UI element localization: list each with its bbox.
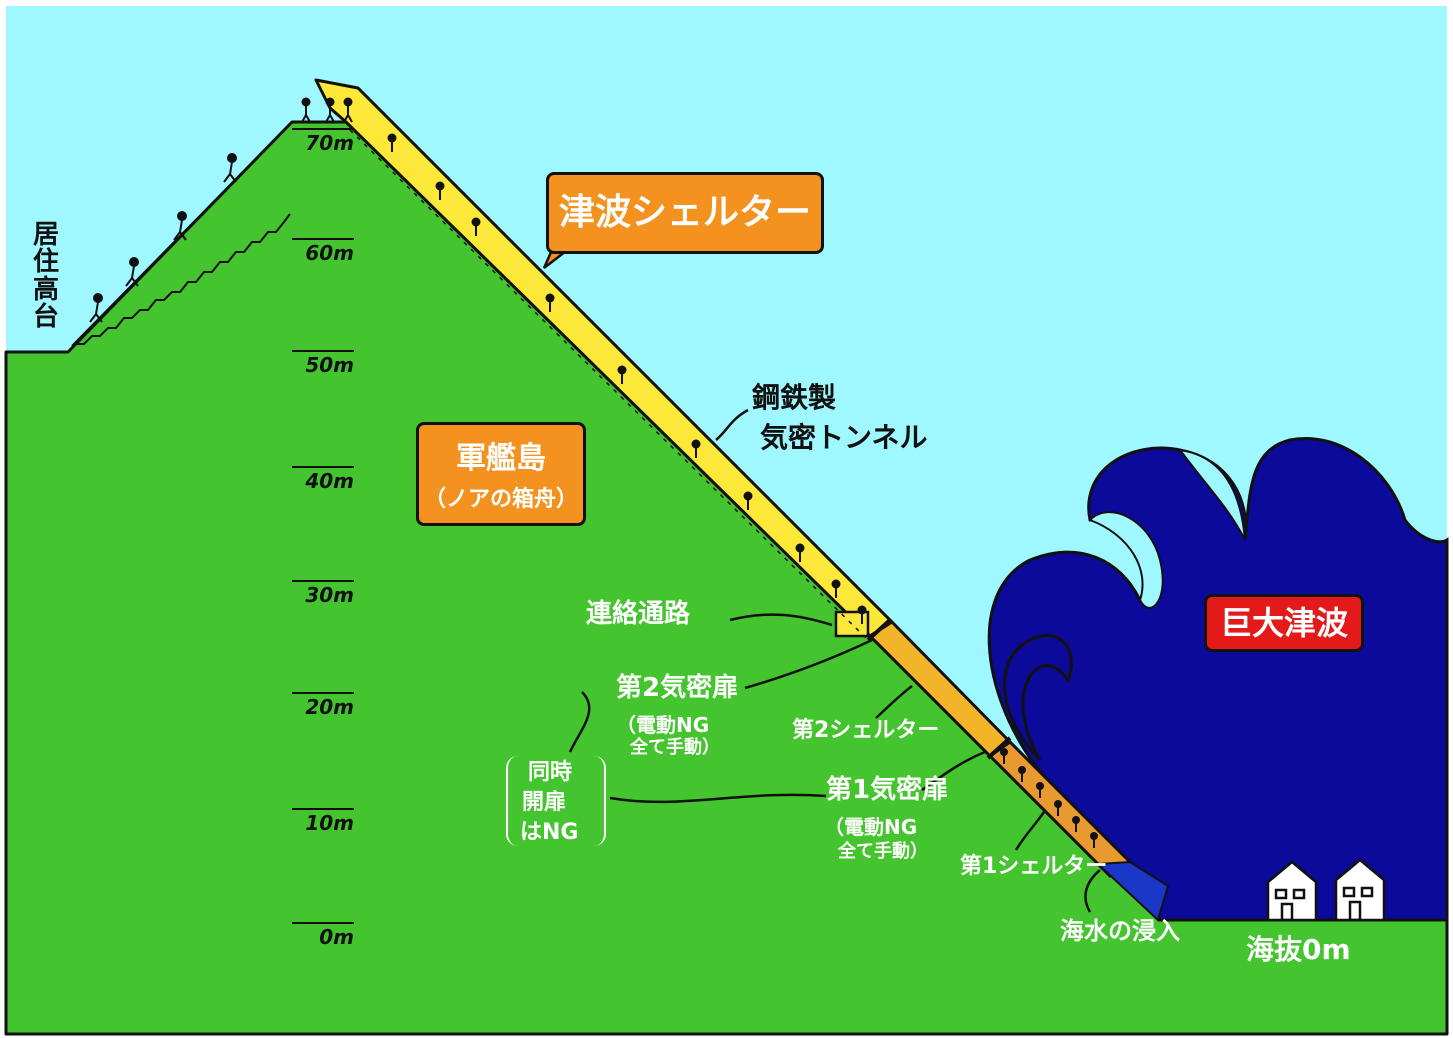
airtight-door-1 [986, 736, 1012, 760]
simultaneous-line-2: 開扉 [522, 790, 567, 815]
giant-tsunami-label: 巨大津波 [1204, 594, 1364, 652]
scale-tick-70m: 70m [292, 128, 354, 155]
wave-crest-curl [1088, 448, 1246, 609]
gunkanjima-title: 軍艦島 [456, 441, 546, 476]
door2-label: 第2気密扉 [616, 673, 739, 703]
steel-tunnel-label-1: 鋼鉄製 [752, 381, 837, 414]
shelter2-label: 第2シェルター [792, 718, 940, 743]
simultaneous-line-3: はNG [520, 820, 579, 845]
gunkanjima-label: 軍艦島 （ノアの箱舟） [416, 422, 586, 526]
scale-tick-30m: 30m [292, 580, 354, 607]
highland-stairs [67, 213, 291, 353]
tsunami-shelter-text: 津波シェルター [558, 192, 811, 233]
shelter1-label: 第1シェルター [960, 854, 1108, 879]
simultaneous-line-1: 同時 [528, 760, 573, 785]
people-figures [89, 97, 1098, 848]
seawater-intrusion [1095, 860, 1170, 922]
leader-lines [568, 408, 1101, 913]
door1-label: 第1気密扉 [826, 775, 949, 805]
seawater-intrusion-label: 海水の浸入 [1060, 917, 1180, 945]
airtight-door-2 [866, 618, 892, 642]
door2-note-2: 全て手動） [630, 737, 720, 758]
scale-tick-10m: 10m [292, 808, 354, 835]
scale-tick-50m: 50m [292, 350, 354, 377]
tsunami-shelter-label: 津波シェルター [546, 172, 824, 254]
door1-note-2: 全て手動） [838, 841, 928, 862]
steel-tunnel-label-2: 気密トンネル [760, 421, 928, 454]
scale-tick-0m: 0m [292, 922, 354, 949]
residential-highland-label: 居住高台 [32, 220, 59, 332]
scale-tick-40m: 40m [292, 466, 354, 493]
scale-tick-20m: 20m [292, 692, 354, 719]
connecting-passage-box [834, 610, 870, 638]
tunnel-stairs [349, 129, 869, 641]
noah-ark-subtitle: （ノアの箱舟） [423, 487, 578, 512]
simultaneous-bracket [506, 756, 606, 846]
houses [1266, 858, 1386, 922]
door1-note-1: （電動NG [824, 815, 918, 839]
giant-tsunami-text: 巨大津波 [1219, 604, 1348, 642]
scale-tick-60m: 60m [292, 238, 354, 265]
connecting-passage-label: 連絡通路 [586, 599, 691, 629]
sea-level-label: 海抜0m [1246, 933, 1351, 966]
door2-note-1: （電動NG [616, 713, 710, 737]
